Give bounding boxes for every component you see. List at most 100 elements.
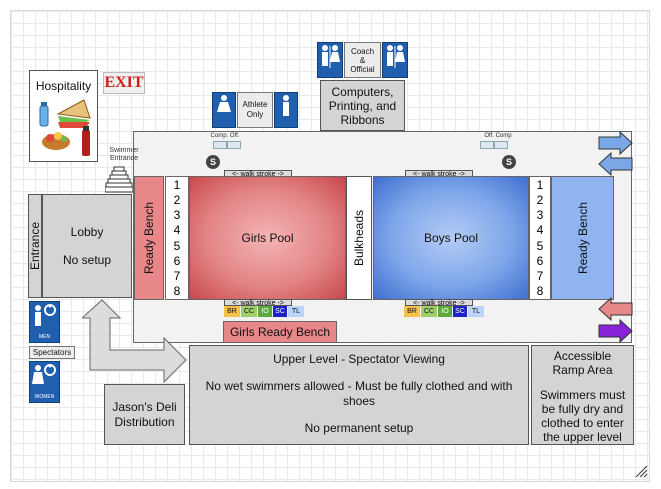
restroom-sign-coach-right	[382, 42, 408, 78]
lobby-note: No setup	[62, 253, 112, 267]
chip-sc: SC	[453, 306, 467, 317]
arrow-right-purple-icon	[598, 319, 633, 343]
coach-official-text: Coach & Official	[350, 46, 375, 74]
chip-cc: CC	[421, 306, 437, 317]
chip-tl: TL	[288, 306, 304, 317]
chip-io: IO	[258, 306, 272, 317]
lane-number: 2	[536, 192, 544, 207]
girls-restroom-sign	[212, 92, 236, 128]
athlete-only-label: Athlete Only	[237, 92, 273, 128]
coach-official-label: Coach & Official	[344, 42, 381, 78]
lane-numbers-left: 1 2 3 4 5 6 7 8	[165, 176, 189, 300]
lane-number: 3	[173, 208, 181, 223]
upper-level-rule: No wet swimmers allowed - Must be fully …	[205, 379, 513, 408]
boys-pool: Boys Pool	[373, 176, 529, 300]
girls-ready-bench-label: Girls Ready Bench	[229, 325, 331, 339]
restroom-sign-coach-left	[317, 42, 343, 78]
girls-ready-bench: Girls Ready Bench	[223, 321, 337, 343]
deli-box: Jason's Deli Distribution	[104, 384, 185, 445]
official-slot	[213, 141, 227, 149]
computers-label: Computers, Printing, and Ribbons	[328, 84, 397, 127]
bulkheads-label: Bulkheads	[352, 209, 366, 267]
chip-br: BR	[404, 306, 420, 317]
chip-cc: CC	[241, 306, 257, 317]
lane-number: 4	[173, 223, 181, 238]
chip-sc: SC	[273, 306, 287, 317]
entrance-box: Entrance	[28, 194, 42, 298]
lane-number: 8	[536, 284, 544, 299]
ready-bench-right-label: Ready Bench	[575, 201, 590, 275]
computers-box: Computers, Printing, and Ribbons	[320, 80, 405, 131]
athlete-only-text: Athlete Only	[242, 100, 268, 119]
women-restroom-sign: WOMEN	[29, 361, 60, 403]
comp-off-left-label: Comp. Off.	[210, 133, 240, 139]
lane-numbers-right: 1 2 3 4 5 6 7 8	[529, 176, 551, 300]
hospitality-box: Hospitality	[29, 70, 98, 162]
women-label: WOMEN	[34, 394, 55, 400]
restroom-icon	[322, 45, 340, 68]
restroom-icon	[387, 45, 405, 68]
spectators-label: Spectators	[29, 346, 75, 359]
entrance-label: Entrance	[28, 221, 42, 271]
bulkheads: Bulkheads	[346, 176, 372, 300]
boys-pool-label: Boys Pool	[423, 231, 479, 245]
arrow-left-blue-icon	[598, 152, 633, 176]
arrow-left-red-icon	[598, 297, 633, 321]
men-restroom-sign: MEN	[29, 301, 60, 343]
accessible-ramp-note: Swimmers must be fully dry and clothed t…	[539, 388, 626, 444]
woman-icon	[217, 95, 231, 112]
women-accessible-icon	[32, 364, 56, 384]
ready-bench-left-label: Ready Bench	[142, 201, 156, 275]
path-arrow-icon	[82, 299, 187, 384]
lane-number: 8	[173, 284, 181, 299]
official-slot	[494, 141, 508, 149]
man-icon	[283, 95, 289, 116]
accessible-ramp-title: Accessible Ramp Area	[552, 349, 613, 377]
resize-handle-icon[interactable]	[634, 464, 648, 478]
accessible-ramp-box: Accessible Ramp Area Swimmers must be fu…	[531, 345, 634, 445]
food-icon	[39, 99, 91, 156]
walk-stroke-bar: <- walk stroke ->	[224, 299, 292, 307]
lobby-box: Lobby No setup	[42, 194, 132, 298]
hospitality-label: Hospitality	[35, 79, 92, 93]
official-slot	[480, 141, 494, 149]
chip-tl: TL	[468, 306, 484, 317]
walk-stroke-bar: <- walk stroke ->	[405, 299, 473, 307]
lane-number: 1	[536, 177, 544, 192]
men-label: MEN	[38, 334, 51, 340]
lane-number: 5	[173, 238, 181, 253]
swimmer-entrance-label: Swimmer Entrance	[109, 147, 139, 162]
s-marker-left: S	[206, 155, 220, 169]
lane-number: 7	[173, 269, 181, 284]
chip-br: BR	[224, 306, 240, 317]
upper-level-note: No permanent setup	[304, 421, 414, 435]
boys-restroom-sign	[274, 92, 298, 128]
chip-io: IO	[438, 306, 452, 317]
deli-label: Jason's Deli Distribution	[112, 399, 177, 429]
stairs-icon	[105, 166, 133, 193]
exit-sign: EXIT	[103, 72, 145, 94]
lane-number: 6	[173, 253, 181, 268]
comp-off-right-label: Off. Comp	[484, 133, 512, 139]
ready-bench-left: Ready Bench	[134, 176, 164, 300]
girls-pool-label: Girls Pool	[241, 231, 294, 245]
lobby-title: Lobby	[70, 225, 104, 239]
lane-number: 5	[536, 238, 544, 253]
lane-number: 2	[173, 192, 181, 207]
lane-number: 4	[536, 223, 544, 238]
ready-bench-right: Ready Bench	[551, 176, 614, 300]
spectators-text: Spectators	[32, 348, 72, 357]
lane-number: 3	[536, 208, 544, 223]
arrow-right-blue-icon	[598, 131, 633, 155]
lane-number: 1	[173, 177, 181, 192]
exit-sign-text: EXIT	[104, 74, 144, 91]
girls-pool: Girls Pool	[189, 176, 346, 300]
official-slot	[227, 141, 241, 149]
upper-level-box: Upper Level - Spectator Viewing No wet s…	[189, 345, 529, 445]
s-marker-right: S	[502, 155, 516, 169]
lane-number: 6	[536, 253, 544, 268]
lane-number: 7	[536, 269, 544, 284]
men-accessible-icon	[35, 304, 56, 326]
upper-level-title: Upper Level - Spectator Viewing	[273, 352, 445, 366]
